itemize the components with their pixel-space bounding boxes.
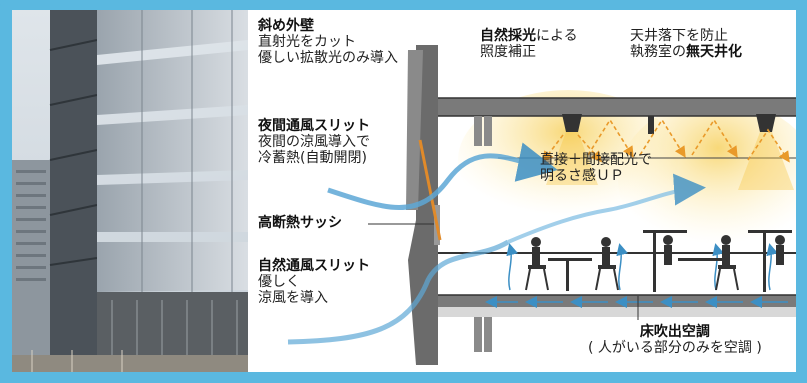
night-airflow-arrow	[327, 142, 558, 210]
natural-airflow-arrow	[287, 239, 510, 345]
sash-label: 高断熱サッシ	[258, 215, 342, 231]
ceiling-label: 天井落下を防止 執務室の無天井化	[630, 28, 742, 60]
lamp	[756, 114, 776, 132]
sunlight-ray	[418, 139, 442, 241]
raised-floor	[438, 295, 796, 307]
ventilation-diagram: 斜め外壁 直射光をカット 優しい拡散光のみ導入 夜間通風スリット 夜間の涼風導入…	[248, 10, 796, 372]
corner-decoration	[0, 0, 10, 10]
upper-wall-face	[406, 50, 423, 210]
floor-ac-label: 床吹出空調 ( 人がいる部分のみを空調 )	[588, 324, 762, 356]
lighting-label: 直接＋間接配光で 明るさ感ＵＰ	[540, 152, 652, 184]
natural-slit-label: 自然通風スリット 優しく 涼風を導入	[258, 258, 370, 306]
building-photo-illustration	[12, 10, 248, 372]
upper-slab	[438, 98, 796, 116]
night-slit-label: 夜間通風スリット 夜間の涼風導入で 冷蓄熱(自動開閉)	[258, 118, 370, 166]
slanted-wall-label: 斜め外壁 直射光をカット 優しい拡散光のみ導入	[258, 18, 398, 66]
section-drawing	[287, 45, 796, 365]
floor-airflow-arrows	[485, 243, 788, 308]
lamp	[562, 114, 582, 132]
building-photo	[12, 10, 248, 372]
light-glow-right	[618, 100, 796, 260]
daylight-label: 自然採光による 照度補正	[480, 28, 578, 60]
workers-silhouettes	[528, 230, 792, 292]
